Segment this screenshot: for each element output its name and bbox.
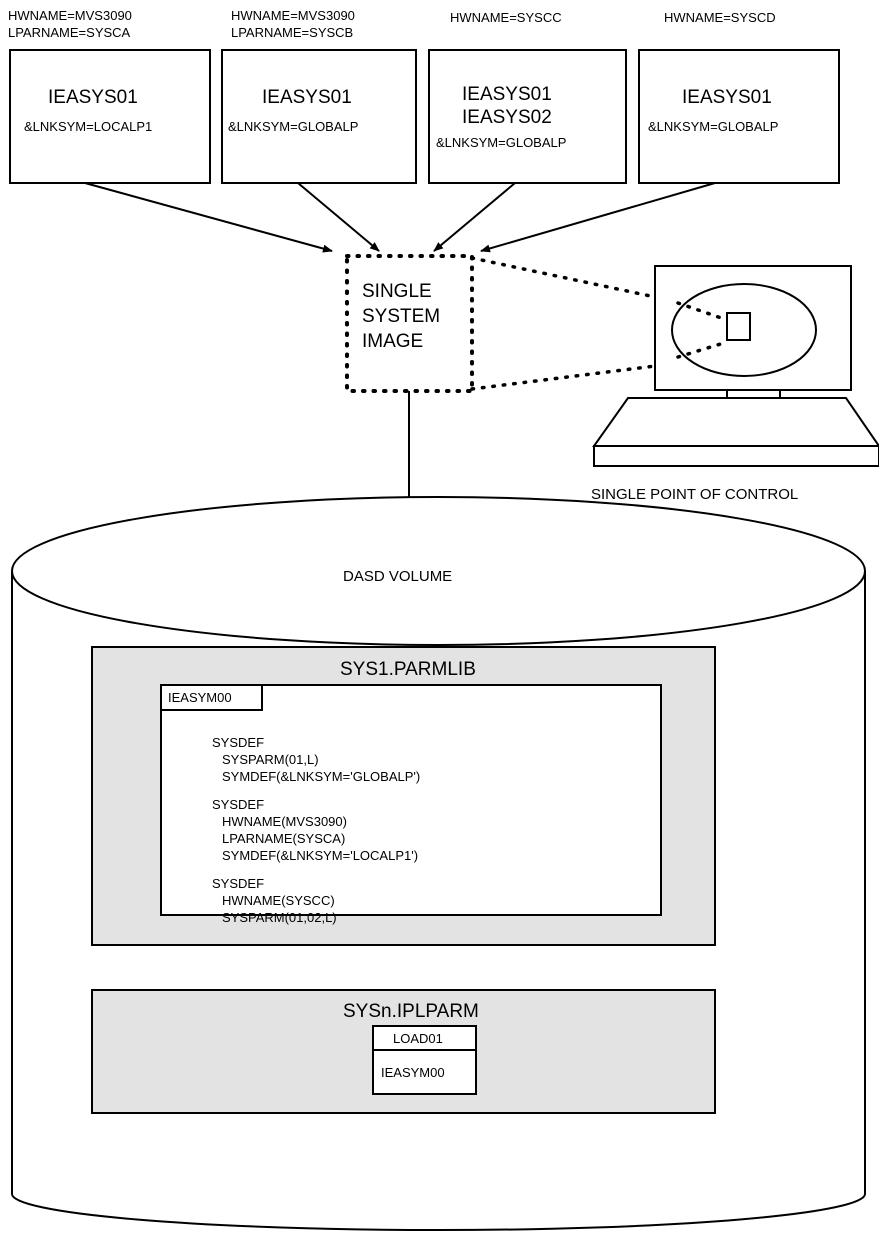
code-line: SYSDEF: [212, 797, 264, 812]
symbol-definition: &LNKSYM=GLOBALP: [436, 135, 566, 150]
system-header-line: HWNAME=SYSCD: [664, 10, 776, 25]
projection-lines: [470, 256, 729, 391]
symbol-definition: &LNKSYM=GLOBALP: [228, 119, 358, 134]
keyboard: [592, 397, 879, 447]
dasd-label: DASD VOLUME: [343, 568, 452, 585]
system-box: [9, 49, 211, 184]
console-label: SINGLE POINT OF CONTROL: [591, 486, 798, 503]
load-member-box: [372, 1025, 477, 1051]
system-header-line: LPARNAME=SYSCB: [231, 25, 353, 40]
parmlib-title: SYS1.PARMLIB: [340, 659, 476, 680]
arrow: [433, 182, 516, 252]
system-header-line: HWNAME=MVS3090: [231, 8, 355, 23]
cylinder-bottom: [11, 1193, 866, 1232]
parmlib-dataset: SYS1.PARMLIB IEASYM00 SYSDEF SYSPARM(01,…: [91, 646, 716, 946]
system-header-line: LPARNAME=SYSCA: [8, 25, 131, 40]
arrow: [297, 182, 380, 252]
arrow: [84, 182, 333, 253]
dasd-volume: DASD VOLUME: [11, 496, 866, 1232]
image-label-line: SINGLE: [362, 281, 432, 302]
member-panel: [160, 684, 662, 916]
system-box: [221, 49, 417, 184]
code-line: SYSPARM(01,L): [222, 752, 319, 767]
code-line: HWNAME(MVS3090): [222, 814, 347, 829]
iplparm-title: SYSn.IPLPARM: [343, 1001, 479, 1022]
member-name: IEASYS01: [682, 87, 772, 108]
arrow: [480, 182, 716, 253]
image-label-line: IMAGE: [362, 331, 423, 352]
load-entry-box: [372, 1049, 477, 1095]
load-entry-label: IEASYM00: [381, 1065, 445, 1080]
member-name: IEASYS02: [462, 107, 552, 128]
member-tab-label: IEASYM00: [168, 690, 232, 705]
code-line: SYMDEF(&LNKSYM='LOCALP1'): [222, 848, 418, 863]
member-tab: [160, 684, 263, 711]
iplparm-dataset: SYSn.IPLPARM LOAD01 IEASYM00: [91, 989, 716, 1114]
symbol-definition: &LNKSYM=GLOBALP: [648, 119, 778, 134]
system-syscc: HWNAME=SYSCC IEASYS01 IEASYS02 &LNKSYM=G…: [428, 10, 627, 184]
system-syscd: HWNAME=SYSCD IEASYS01 &LNKSYM=GLOBALP: [638, 10, 840, 184]
image-dotted-box: [345, 254, 474, 393]
system-sysca: HWNAME=MVS3090 LPARNAME=SYSCA IEASYS01 &…: [8, 8, 211, 184]
screen-window: [726, 312, 751, 341]
keyboard-base: [593, 445, 879, 467]
member-name: IEASYS01: [48, 87, 138, 108]
image-label-line: SYSTEM: [362, 306, 440, 327]
monitor-screen: [671, 283, 817, 377]
single-system-image: SINGLE SYSTEM IMAGE: [345, 254, 474, 393]
system-header-line: HWNAME=SYSCC: [450, 10, 562, 25]
system-syscb: HWNAME=MVS3090 LPARNAME=SYSCB IEASYS01 &…: [221, 8, 417, 184]
monitor-frame: [654, 265, 852, 391]
symbol-definition: &LNKSYM=LOCALP1: [24, 119, 152, 134]
code-line: SYMDEF(&LNKSYM='GLOBALP'): [222, 769, 420, 784]
cylinder-top: [11, 496, 866, 646]
code-line: HWNAME(SYSCC): [222, 893, 335, 908]
code-line: SYSDEF: [212, 735, 264, 750]
system-box: [428, 49, 627, 184]
code-line: LPARNAME(SYSCA): [222, 831, 345, 846]
code-line: SYSDEF: [212, 876, 264, 891]
console-workstation: SINGLE POINT OF CONTROL: [591, 265, 879, 503]
connection-arrows: [84, 182, 716, 253]
code-line: SYSPARM(01,02,L): [222, 910, 337, 925]
load-member-label: LOAD01: [393, 1031, 443, 1046]
member-name: IEASYS01: [462, 84, 552, 105]
member-name: IEASYS01: [262, 87, 352, 108]
system-box: [638, 49, 840, 184]
member-content: SYSDEF SYSPARM(01,L) SYMDEF(&LNKSYM='GLO…: [212, 735, 420, 925]
system-header-line: HWNAME=MVS3090: [8, 8, 132, 23]
